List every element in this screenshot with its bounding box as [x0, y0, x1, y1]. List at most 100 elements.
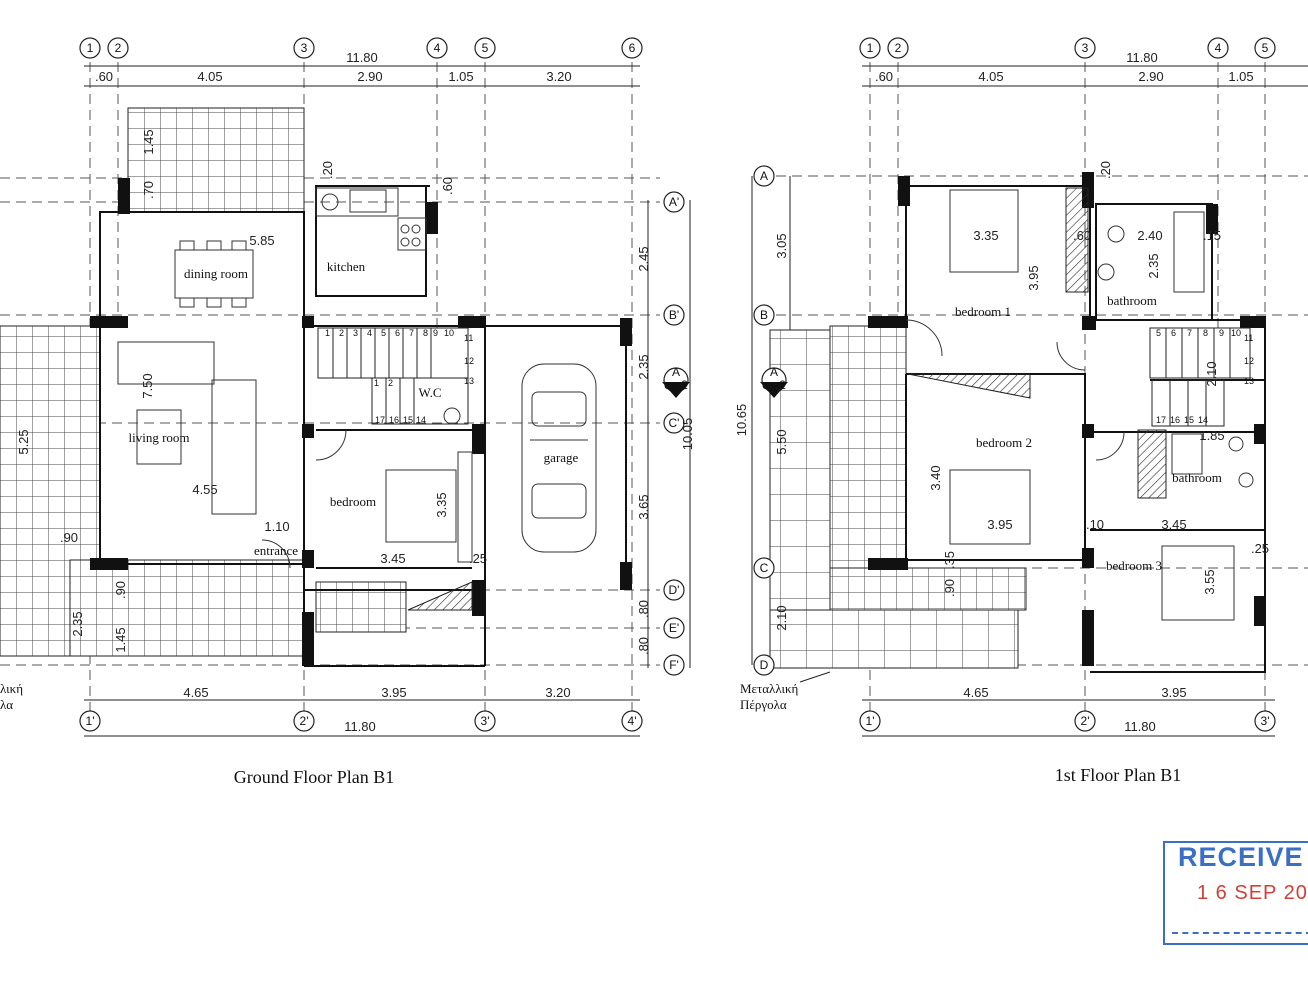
first-dim-210: 2.10 [1204, 361, 1219, 386]
first-bottom-dim-2: 3.95 [1161, 685, 1186, 700]
ground-grid-4p: 4' [628, 714, 637, 728]
svg-text:12: 12 [1244, 356, 1254, 366]
received-stamp-date: 1 6 SEP 2021 [1197, 882, 1308, 904]
ground-section-tag: A [672, 365, 680, 379]
ground-grid-2: 2 [115, 41, 122, 55]
ground-floor-plan [0, 37, 691, 737]
first-room-bedroom-1: bedroom 1 [955, 304, 1011, 319]
svg-text:17: 17 [375, 415, 385, 425]
svg-text:1: 1 [374, 378, 379, 388]
ground-top-total: 11.80 [346, 50, 378, 65]
first-room-bedroom-2: bedroom 2 [976, 435, 1032, 450]
ground-dim-25: .25 [469, 551, 487, 566]
svg-text:11: 11 [464, 333, 473, 343]
first-dim-235: 2.35 [1146, 253, 1161, 278]
first-dim-35: .35 [942, 551, 957, 569]
svg-text:13: 13 [464, 376, 474, 386]
ground-dim-750: 7.50 [140, 373, 155, 398]
ground-dim-145b: 1.45 [113, 627, 128, 652]
first-left-dim-1: 3.05 [774, 233, 789, 258]
ground-dim-110: 1.10 [264, 519, 289, 534]
first-left-dim-3: 2.10 [774, 605, 789, 630]
svg-text:10: 10 [444, 328, 454, 338]
first-room-bathroom-2: bathroom [1172, 470, 1222, 485]
svg-text:13: 13 [1244, 376, 1254, 386]
first-grid-1p: 1' [866, 714, 875, 728]
first-dim-25: .25 [1251, 541, 1269, 556]
ground-dim-455: 4.55 [192, 482, 217, 497]
first-dim-60: .60 [1073, 228, 1091, 243]
svg-text:15: 15 [403, 415, 413, 425]
svg-text:12: 12 [464, 356, 474, 366]
ground-bottom-dim-3: 3.20 [545, 685, 570, 700]
received-stamp-line [1172, 932, 1308, 934]
first-top-dim-2: 4.05 [978, 69, 1003, 84]
ground-dim-525: 5.25 [16, 429, 31, 454]
ground-right-dim-4: .80 [636, 600, 651, 618]
first-bottom-dim-1: 4.65 [963, 685, 988, 700]
ground-bottom-total: 11.80 [344, 719, 376, 734]
ground-floor-title: Ground Floor Plan B1 [234, 767, 395, 787]
received-stamp-text: RECEIVE [1178, 842, 1304, 872]
ground-grid-Ep: E' [669, 621, 679, 635]
ground-room-bedroom: bedroom [330, 494, 376, 509]
first-top-dim-3: 2.90 [1138, 69, 1163, 84]
ground-grid-5: 5 [482, 41, 489, 55]
svg-text:11: 11 [1244, 333, 1253, 343]
ground-dim-60: .60 [440, 177, 455, 195]
first-dim-395b: 3.95 [987, 517, 1012, 532]
ground-dim-70: .70 [141, 181, 156, 199]
ground-dim-235: 2.35 [70, 611, 85, 636]
first-dim-345: 3.45 [1161, 517, 1186, 532]
first-dim-10: .10 [1086, 517, 1104, 532]
ground-bottom-dim-1: 4.65 [183, 685, 208, 700]
first-dim-240: 2.40 [1137, 228, 1162, 243]
svg-text:4: 4 [367, 328, 372, 338]
ground-furniture [117, 187, 597, 569]
first-pergola-label-1: Μεταλλική [740, 681, 799, 696]
ground-grid-1: 1 [87, 41, 94, 55]
first-grid-A: A [760, 169, 768, 183]
ground-grid-Dp: D' [669, 583, 680, 597]
first-grid-D: D [760, 658, 769, 672]
first-grid-4: 4 [1215, 41, 1222, 55]
ground-top-dim-3: 2.90 [357, 69, 382, 84]
ground-room-garage: garage [544, 450, 579, 465]
first-bottom-total: 11.80 [1124, 719, 1156, 734]
ground-stairs [317, 327, 469, 425]
ground-dim-90b: .90 [113, 581, 128, 599]
svg-text:7: 7 [409, 328, 414, 338]
first-dim-340: 3.40 [928, 465, 943, 490]
first-room-bathroom-1: bathroom [1107, 293, 1157, 308]
svg-text:8: 8 [423, 328, 428, 338]
ground-right-total: 10.05 [680, 418, 695, 451]
first-dim-335: 3.35 [973, 228, 998, 243]
svg-text:14: 14 [1198, 415, 1208, 425]
svg-text:3: 3 [353, 328, 358, 338]
first-stair-numbers: 5 6 7 8 9 10 11 12 13 17 16 15 14 [1156, 328, 1254, 425]
first-floor-plan [751, 37, 1308, 737]
ground-grid-Bp: B' [669, 308, 679, 322]
ground-right-dim-3: 3.65 [636, 494, 651, 519]
ground-pergola-partial-2: λα [0, 697, 13, 712]
first-left-dim-2: 5.50 [774, 429, 789, 454]
first-section-tag: A [770, 365, 778, 379]
first-furniture [905, 189, 1254, 621]
ground-grid-Fp: F' [669, 658, 679, 672]
ground-grid-Cp: C' [669, 416, 680, 430]
ground-room-dining: dining room [184, 266, 248, 281]
first-dim-15: .15 [1203, 228, 1221, 243]
ground-room-kitchen: kitchen [327, 259, 366, 274]
ground-columns [90, 178, 632, 666]
ground-right-dim-2: 2.35 [636, 354, 651, 379]
svg-text:10: 10 [1231, 328, 1241, 338]
ground-top-dim-5: 3.20 [546, 69, 571, 84]
ground-room-living: living room [128, 430, 189, 445]
first-dim-185: 1.85 [1199, 428, 1224, 443]
first-top-total: 11.80 [1126, 50, 1158, 65]
ground-pergola-partial-1: λική [0, 681, 23, 696]
svg-text:14: 14 [416, 415, 426, 425]
ground-dim-20: .20 [320, 161, 335, 179]
ground-top-dim-4: 1.05 [448, 69, 473, 84]
